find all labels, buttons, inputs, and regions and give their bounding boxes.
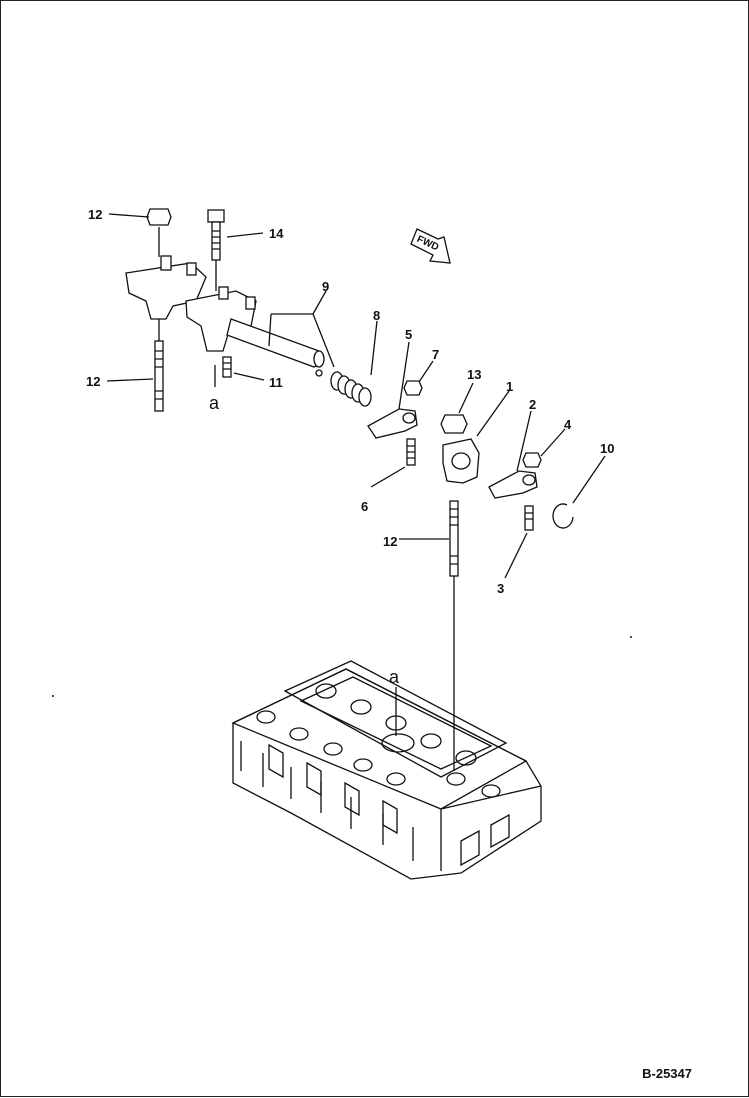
leader-lines [106,213,606,736]
rocker-arm-5 [367,408,418,439]
label-5: 5 [405,327,412,342]
nut-4 [522,452,542,468]
snap-ring-10 [552,503,574,529]
rocker-arm-2 [488,470,538,499]
screw-3 [524,505,534,531]
nut-13-upper [146,208,172,257]
label-7: 7 [432,347,439,362]
label-6: 6 [361,499,368,514]
label-1: 1 [506,379,513,394]
label-4: 4 [564,417,572,432]
cylinder-head [231,660,542,880]
label-12-long: 12 [383,534,397,549]
screw-6 [406,438,416,466]
bolt-14 [207,209,225,291]
label-9: 9 [322,279,329,294]
part-labels: 12 14 9 8 5 7 13 1 2 4 10 12 11 6 12 3 a… [86,207,614,687]
ref-a-head: a [389,667,400,687]
drawing-code: B-25347 [642,1066,692,1081]
label-13-upper: 12 [88,207,102,222]
label-8: 8 [373,308,380,323]
label-2: 2 [529,397,536,412]
stud-12-left [154,319,164,412]
bracket-1 [442,438,480,484]
label-10: 10 [600,441,614,456]
nut-7 [403,380,423,396]
nut-13-middle [440,414,468,434]
set-screw-11 [214,356,232,387]
label-13-middle: 13 [467,367,481,382]
label-11: 11 [269,375,283,390]
rocker-shaft-assembly [125,255,325,377]
label-12-left: 12 [86,374,100,389]
label-3: 3 [497,581,504,596]
label-14: 14 [269,226,284,241]
ref-a-upper: a [209,393,220,413]
forward-direction-arrow: FWD [410,228,451,264]
stud-12-long [449,500,459,771]
spring-8 [330,371,372,407]
